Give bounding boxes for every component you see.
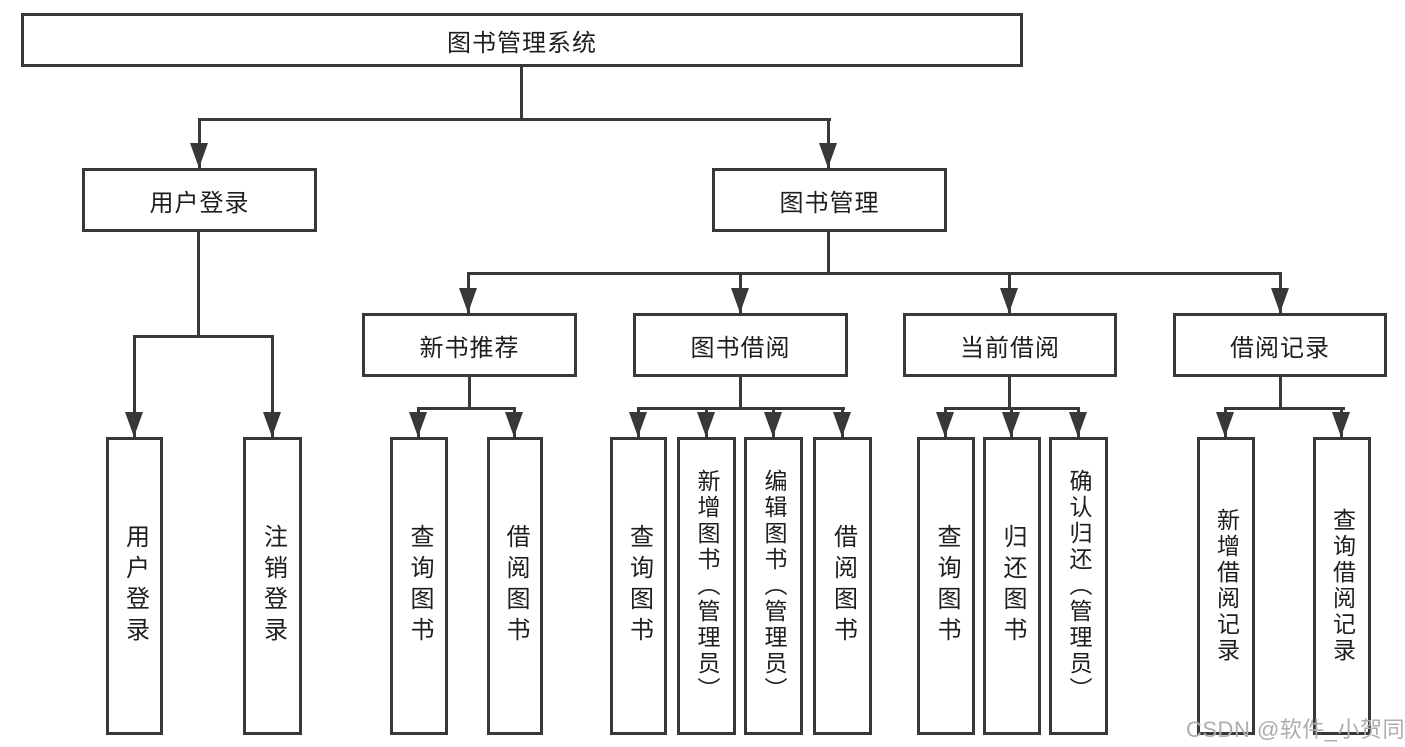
connector-line <box>468 377 471 410</box>
leaf-label: 确认归还（管理员） <box>1066 469 1092 703</box>
node-borrow-record: 借阅记录 <box>1173 313 1387 377</box>
arrowhead-down-icon <box>1216 412 1234 437</box>
node-book-mgmt: 图书管理 <box>712 168 947 232</box>
arrowhead-down-icon <box>731 288 749 313</box>
leaf-br-query-record: 查询借阅记录 <box>1313 437 1371 735</box>
arrowhead-down-icon <box>697 412 715 437</box>
leaf-br-add-record: 新增借阅记录 <box>1197 437 1255 735</box>
arrowhead-down-icon <box>1069 412 1087 437</box>
node-new-book: 新书推荐 <box>362 313 577 377</box>
connector-line <box>739 377 742 410</box>
leaf-label: 注销登录 <box>259 524 287 648</box>
arrowhead-down-icon <box>1271 288 1289 313</box>
leaf-cb-confirm-return-admin: 确认归还（管理员） <box>1049 437 1108 735</box>
node-label: 图书管理系统 <box>447 29 597 57</box>
leaf-bb-borrow-book: 借阅图书 <box>813 437 872 735</box>
leaf-label: 编辑图书（管理员） <box>761 469 787 703</box>
arrowhead-down-icon <box>819 143 837 168</box>
leaf-label: 用户登录 <box>121 524 149 648</box>
node-label: 当前借阅 <box>960 334 1060 362</box>
connector-line <box>520 67 523 121</box>
arrowhead-down-icon <box>505 412 523 437</box>
leaf-bb-query-book: 查询图书 <box>610 437 667 735</box>
node-label: 用户登录 <box>149 189 250 217</box>
arrowhead-down-icon <box>409 412 427 437</box>
leaf-label: 借阅图书 <box>829 524 857 648</box>
node-label: 图书管理 <box>779 189 880 217</box>
arrowhead-down-icon <box>263 412 281 437</box>
node-label: 借阅记录 <box>1230 334 1330 362</box>
connector-line <box>417 407 516 410</box>
leaf-label: 新增借阅记录 <box>1213 508 1240 664</box>
leaf-label: 查询图书 <box>933 524 960 648</box>
node-book-borrow: 图书借阅 <box>633 313 848 377</box>
leaf-label: 新增图书（管理员） <box>694 469 720 703</box>
arrowhead-down-icon <box>1002 412 1020 437</box>
connector-line <box>133 335 274 338</box>
arrowhead-down-icon <box>833 412 851 437</box>
arrowhead-down-icon <box>459 288 477 313</box>
leaf-label: 查询图书 <box>625 524 653 648</box>
leaf-label: 查询借阅记录 <box>1329 508 1356 664</box>
leaf-label: 借阅图书 <box>502 524 529 648</box>
leaf-user-login: 用户登录 <box>106 437 163 735</box>
connector-line <box>1008 377 1011 410</box>
connector-line <box>271 335 274 437</box>
arrowhead-down-icon <box>936 412 954 437</box>
connector-line <box>1224 407 1345 410</box>
arrowhead-down-icon <box>190 143 208 168</box>
arrowhead-down-icon <box>764 412 782 437</box>
arrowhead-down-icon <box>629 412 647 437</box>
leaf-label: 查询图书 <box>406 524 433 648</box>
node-label: 新书推荐 <box>419 334 520 362</box>
leaf-bb-add-book-admin: 新增图书（管理员） <box>677 437 736 735</box>
connector-line <box>1279 377 1282 410</box>
arrowhead-down-icon <box>1000 288 1018 313</box>
leaf-cb-return-book: 归还图书 <box>983 437 1041 735</box>
node-user-login: 用户登录 <box>82 168 317 232</box>
leaf-logout: 注销登录 <box>243 437 302 735</box>
leaf-nb-borrow-book: 借阅图书 <box>487 437 543 735</box>
watermark: CSDN @软件_小贺同学 <box>1186 717 1405 742</box>
node-root: 图书管理系统 <box>21 13 1023 67</box>
connector-line <box>467 272 1282 275</box>
leaf-bb-edit-book-admin: 编辑图书（管理员） <box>744 437 803 735</box>
connector-line <box>133 335 136 437</box>
arrowhead-down-icon <box>125 412 143 437</box>
leaf-label: 归还图书 <box>999 524 1026 648</box>
connector-line <box>637 407 845 410</box>
node-current-borrow: 当前借阅 <box>903 313 1117 377</box>
arrowhead-down-icon <box>1332 412 1350 437</box>
connector-line <box>827 232 830 275</box>
leaf-cb-query-book: 查询图书 <box>917 437 975 735</box>
node-label: 图书借阅 <box>690 334 791 362</box>
leaf-nb-query-book: 查询图书 <box>390 437 448 735</box>
connector-line <box>198 118 831 121</box>
connector-line <box>197 232 200 338</box>
